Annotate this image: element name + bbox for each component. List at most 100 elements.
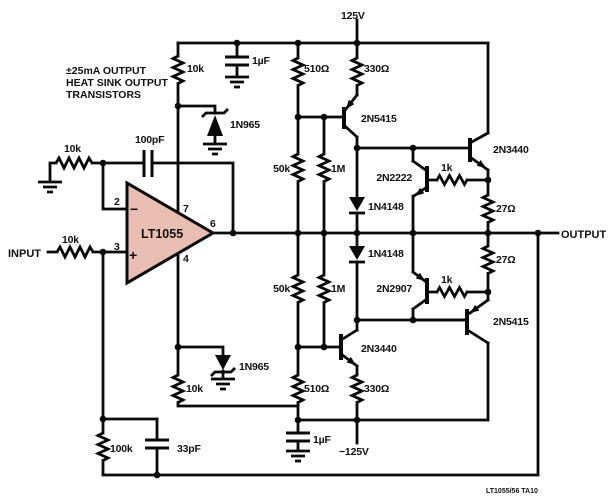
ground-symbols xyxy=(38,75,310,463)
label-r27-top: 27Ω xyxy=(496,203,516,215)
label-q-limit-top: 2N2222 xyxy=(376,172,412,184)
resistor-r-input xyxy=(55,243,95,261)
resistor-r1k-top xyxy=(435,172,469,188)
labels: ±25mA OUTPUT HEAT SINK OUTPUT TRANSISTOR… xyxy=(8,10,607,495)
ground-bypass-bot-icon xyxy=(286,449,310,463)
note-line3: TRANSISTORS xyxy=(66,89,141,101)
emitter-arrow-q-drive-top xyxy=(346,99,355,109)
opamp-pin3: 3 xyxy=(114,241,120,253)
wire-q5-collector xyxy=(467,329,490,422)
label-q-limit-bot: 2N2907 xyxy=(376,283,412,295)
resistor-r27-bot xyxy=(479,244,497,275)
note-line1: ±25mA OUTPUT xyxy=(66,65,147,77)
resistor-r330-bot xyxy=(348,373,366,404)
junction-dots xyxy=(99,39,542,479)
figure-reference: LT1055/56 TA10 xyxy=(486,488,538,495)
resistor-r-supply-top xyxy=(169,54,187,85)
diode-bot-icon xyxy=(349,246,365,260)
opamp-pin2: 2 xyxy=(114,196,120,208)
resistor-r330-top xyxy=(348,56,366,87)
zener-top-icon xyxy=(207,115,223,136)
label-c-comp: 100pF xyxy=(135,134,165,146)
wire-r-supply-bot xyxy=(176,345,300,408)
resistor-r510-top xyxy=(289,56,307,87)
label-output: OUTPUT xyxy=(561,229,607,241)
opamp-part-number: LT1055 xyxy=(141,227,183,241)
emitter-arrow-q-drive-bot xyxy=(346,356,356,365)
label-d-top: 1N4148 xyxy=(368,201,404,213)
resistor-r50k-bot xyxy=(289,273,307,304)
resistor-r50k-top xyxy=(289,152,307,183)
label-c-bypass-bot: 1µF xyxy=(313,434,331,446)
label-r-feedback: 100k xyxy=(110,443,133,455)
wire-zener-top xyxy=(176,104,217,145)
label-c-bypass-top: 1µF xyxy=(252,55,270,67)
resistor-r-supply-bot xyxy=(169,373,187,404)
label-r1m-bot: 1M xyxy=(331,283,346,295)
resistor-r27-top xyxy=(479,193,497,224)
label-q-drive-bot: 2N3440 xyxy=(361,343,397,355)
wire-q4-collector xyxy=(411,297,429,322)
label-r510-top: 510Ω xyxy=(304,63,329,75)
label-r-supply-top: 10k xyxy=(187,63,204,75)
zener-bot-icon xyxy=(215,355,231,370)
zener-top-bar xyxy=(201,108,229,118)
opamp-pin6: 6 xyxy=(210,218,216,230)
label-r330-bot: 330Ω xyxy=(364,383,389,395)
wire-pin2 xyxy=(101,161,129,211)
resistor-r1m-top xyxy=(315,152,333,183)
resistor-r-feedback xyxy=(94,431,112,462)
opamp-inverting-sign: − xyxy=(130,201,138,217)
emitter-arrow-q-out-top xyxy=(476,160,486,168)
resistor-r-ground xyxy=(54,154,94,172)
label-q-out-bot: 2N5415 xyxy=(493,316,529,328)
label-vminus: −125V xyxy=(339,446,369,458)
opamp-noninverting-sign: + xyxy=(129,247,137,263)
opamp-pin7: 7 xyxy=(183,203,189,215)
wires xyxy=(46,18,560,477)
emitter-arrow-q-limit-top xyxy=(415,187,425,196)
label-r510-bot: 510Ω xyxy=(304,383,329,395)
capacitor-c-comp xyxy=(142,150,154,177)
wire-q1-collector xyxy=(344,125,359,150)
note-line2: HEAT SINK OUTPUT xyxy=(66,77,168,89)
ground-zener-bot-icon xyxy=(211,377,235,391)
label-d-bot: 1N4148 xyxy=(368,248,404,260)
diode-top-icon xyxy=(349,197,365,211)
resistor-r510-bot xyxy=(289,373,307,404)
transistors xyxy=(339,99,486,365)
ground-input-side-icon xyxy=(38,180,62,194)
label-r-supply-bot: 10k xyxy=(186,383,203,395)
capacitors xyxy=(142,55,310,450)
wire-c-comp xyxy=(101,161,235,235)
resistors xyxy=(54,54,497,462)
label-q-drive-top: 2N5415 xyxy=(361,113,397,125)
label-r1m-top: 1M xyxy=(331,163,346,175)
label-r50k-top: 50k xyxy=(273,163,290,175)
label-r-ground: 10k xyxy=(64,143,81,155)
opamp-triangle xyxy=(125,180,216,286)
label-r1k-top: 1k xyxy=(441,162,453,174)
label-c-feedback: 33pF xyxy=(177,443,201,455)
zener-bot-bar xyxy=(210,367,236,377)
ground-zener-top-icon xyxy=(203,142,227,156)
emitter-arrow-q-out-bot xyxy=(470,304,480,313)
label-q-out-top: 2N3440 xyxy=(493,144,529,156)
label-zener-top: 1N965 xyxy=(230,119,260,131)
wire-q4-emitter xyxy=(411,231,427,283)
wire-q2-collector xyxy=(468,41,490,145)
label-zener-bot: 1N965 xyxy=(239,361,269,373)
wire-feedback-left xyxy=(101,250,159,435)
label-input: INPUT xyxy=(8,248,41,260)
diodes xyxy=(201,108,365,377)
wire-q6-collector xyxy=(339,318,359,342)
capacitor-c-bypass-top xyxy=(225,55,249,67)
wire-feedback-loop xyxy=(101,231,540,477)
ground-bypass-top-icon xyxy=(225,75,249,89)
label-r27-bot: 27Ω xyxy=(496,254,516,266)
resistor-r1m-bot xyxy=(315,273,333,304)
wire-q3-collector xyxy=(411,146,429,173)
label-r-input: 10k xyxy=(62,234,79,246)
